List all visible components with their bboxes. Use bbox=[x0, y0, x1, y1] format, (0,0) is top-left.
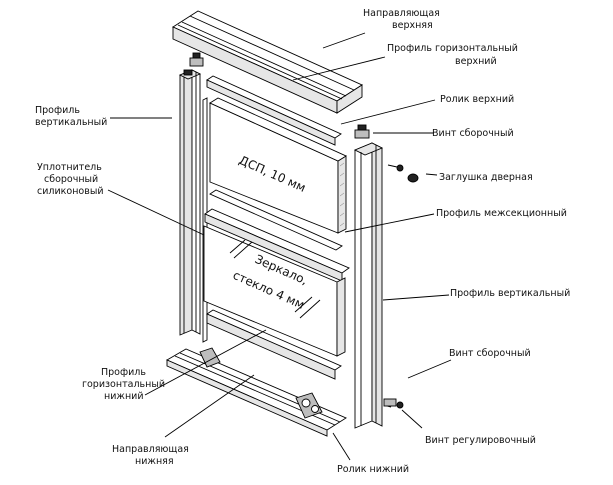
label-vertical-right: Профиль вертикальный bbox=[450, 288, 570, 299]
label-seal-1: Уплотнитель bbox=[37, 162, 102, 173]
label-assembly-screw-top: Винт сборочный bbox=[432, 128, 514, 139]
top-horizontal-profile bbox=[206, 75, 342, 146]
label-bottom-guide-2: нижняя bbox=[135, 456, 174, 467]
top-roller-left bbox=[189, 52, 204, 67]
bottom-horizontal-profile bbox=[206, 309, 342, 380]
label-bottom-horizontal-1: Профиль bbox=[101, 367, 146, 378]
label-bottom-guide-1: Направляющая bbox=[112, 444, 189, 455]
mirror-top-edge-profile bbox=[209, 189, 343, 251]
label-bottom-horizontal-2: горизонтальный bbox=[82, 379, 165, 390]
assembly-screw-top bbox=[387, 164, 404, 172]
adjusting-screw bbox=[383, 398, 404, 409]
leader-lines bbox=[107, 32, 452, 461]
chipboard-panel bbox=[209, 97, 347, 234]
door-plug bbox=[407, 173, 419, 183]
bottom-roller bbox=[199, 347, 323, 419]
label-bottom-roller: Ролик нижний bbox=[337, 464, 409, 475]
label-assembly-screw-bottom: Винт сборочный bbox=[449, 348, 531, 359]
label-adjusting-screw: Винт регулировочный bbox=[425, 435, 536, 446]
mirror-panel bbox=[203, 225, 346, 357]
label-vertical-left-2: вертикальный bbox=[35, 117, 107, 128]
label-door-plug: Заглушка дверная bbox=[439, 172, 533, 183]
top-roller-right bbox=[354, 124, 370, 139]
label-top-horizontal-2: верхний bbox=[455, 56, 497, 67]
label-seal-2: сборочный bbox=[44, 174, 98, 185]
labels: Направляющая верхняя Профиль горизонталь… bbox=[35, 8, 570, 475]
label-intersection-profile: Профиль межсекционный bbox=[436, 208, 567, 219]
label-bottom-horizontal-3: нижний bbox=[104, 391, 144, 402]
label-seal-3: силиконовый bbox=[37, 186, 104, 197]
label-top-guide-2: верхняя bbox=[392, 20, 433, 31]
label-top-horizontal-1: Профиль горизонтальный bbox=[387, 43, 518, 54]
label-top-guide-1: Направляющая bbox=[363, 8, 440, 19]
top-guide-rail bbox=[172, 10, 363, 114]
label-vertical-left-1: Профиль bbox=[35, 105, 80, 116]
label-top-roller: Ролик верхний bbox=[440, 94, 514, 105]
right-vertical-profile bbox=[353, 142, 384, 429]
left-vertical-profile bbox=[178, 69, 202, 336]
